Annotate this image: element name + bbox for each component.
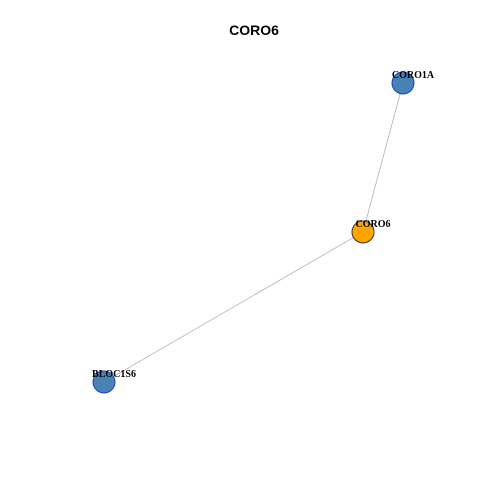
edge-coro6-coro1a	[362, 82, 404, 233]
node-label-coro1a: CORO1A	[392, 70, 435, 81]
node-label-coro6: CORO6	[356, 219, 391, 230]
edge-coro6-bloc1s6	[103, 231, 364, 383]
nodes-layer	[92, 71, 415, 394]
node-coro1a[interactable]	[391, 71, 415, 95]
edges-layer	[103, 82, 404, 383]
node-coro6[interactable]	[351, 220, 375, 244]
node-bloc1s6[interactable]	[92, 370, 116, 394]
node-label-bloc1s6: BLOC1S6	[92, 369, 136, 380]
diagram-title: CORO6	[229, 22, 279, 38]
